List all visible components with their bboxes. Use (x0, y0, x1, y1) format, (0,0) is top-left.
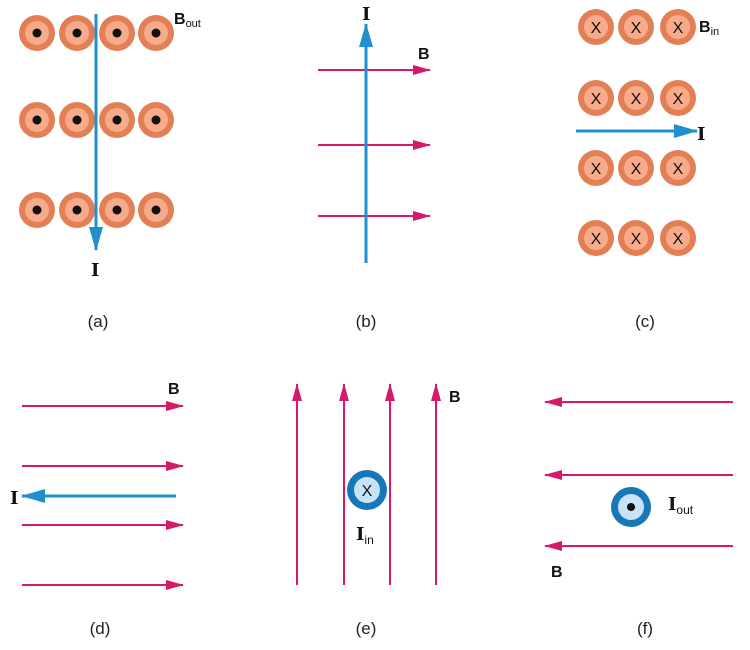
wire-out-symbol (99, 102, 135, 138)
dot-symbol (112, 28, 122, 38)
dot-symbol (32, 28, 42, 38)
dot-symbol (151, 28, 161, 38)
wire-in-symbol: X (618, 9, 654, 45)
field-in-symbols: X X X X X X X X X X X X (578, 9, 696, 256)
cross-symbol: X (631, 20, 642, 37)
wire-out-symbol (59, 102, 95, 138)
wire-in-symbol: X (578, 80, 614, 116)
wire-in-symbol: X (578, 150, 614, 186)
panel-caption: (f) (637, 619, 653, 638)
dot-symbol (627, 503, 635, 511)
current-label: I (10, 488, 18, 509)
wire-in-symbol: X (618, 80, 654, 116)
field-label: B (418, 46, 430, 63)
cross-symbol: X (631, 231, 642, 248)
dot-symbol (72, 115, 82, 125)
field-label: Bout (174, 11, 201, 30)
panel-d: I B (d) (10, 381, 184, 638)
wire-out-symbol (99, 15, 135, 51)
panel-caption: (a) (88, 312, 109, 331)
panel-caption: (e) (356, 619, 377, 638)
wire-out-symbol (138, 15, 174, 51)
panel-a: I Bout (a) (19, 11, 201, 331)
panel-c: X X X X X X X X X X X X I Bin (c) (576, 9, 719, 331)
wire-in-symbol: X (578, 220, 614, 256)
dot-symbol (151, 205, 161, 215)
cross-symbol: X (591, 20, 602, 37)
wire-out-symbol (19, 15, 55, 51)
dot-symbol (32, 115, 42, 125)
current-label: I (362, 4, 370, 25)
wire-out-symbol (19, 102, 55, 138)
current-label: Iin (356, 524, 374, 547)
dot-symbol (112, 115, 122, 125)
dot-symbol (32, 205, 42, 215)
panel-b: I B (b) (318, 4, 431, 331)
current-label: Iout (668, 494, 694, 517)
cross-symbol: X (673, 91, 684, 108)
wire-in-symbol: X (578, 9, 614, 45)
wire-current-in: X (347, 470, 387, 510)
cross-symbol: X (591, 91, 602, 108)
current-label: I (697, 124, 705, 145)
field-label: B (168, 381, 180, 398)
wire-out-symbol (138, 102, 174, 138)
dot-symbol (72, 205, 82, 215)
field-out-symbols (19, 15, 174, 228)
dot-symbol (151, 115, 161, 125)
panel-f: Iout B (f) (544, 397, 733, 638)
cross-symbol: X (631, 161, 642, 178)
cross-symbol: X (673, 231, 684, 248)
dot-symbol (112, 205, 122, 215)
wire-out-symbol (19, 192, 55, 228)
wire-in-symbol: X (618, 150, 654, 186)
wire-in-symbol: X (660, 80, 696, 116)
panel-caption: (c) (635, 312, 655, 331)
cross-symbol: X (591, 161, 602, 178)
panel-caption: (b) (356, 312, 377, 331)
wire-out-symbol (138, 192, 174, 228)
dot-symbol (72, 28, 82, 38)
panel-e: X Iin B (e) (292, 383, 461, 638)
wire-in-symbol: X (660, 150, 696, 186)
panel-caption: (d) (90, 619, 111, 638)
wire-out-symbol (99, 192, 135, 228)
wire-out-symbol (59, 15, 95, 51)
cross-symbol: X (673, 161, 684, 178)
cross-symbol: X (631, 91, 642, 108)
current-label: I (91, 260, 99, 281)
wire-current-out (611, 487, 651, 527)
cross-symbol: X (673, 20, 684, 37)
cross-symbol: X (362, 483, 373, 500)
wire-in-symbol: X (618, 220, 654, 256)
field-label: B (551, 564, 563, 581)
wire-out-symbol (59, 192, 95, 228)
field-label: B (449, 389, 461, 406)
field-label: Bin (699, 19, 719, 38)
wire-in-symbol: X (660, 9, 696, 45)
cross-symbol: X (591, 231, 602, 248)
wire-in-symbol: X (660, 220, 696, 256)
